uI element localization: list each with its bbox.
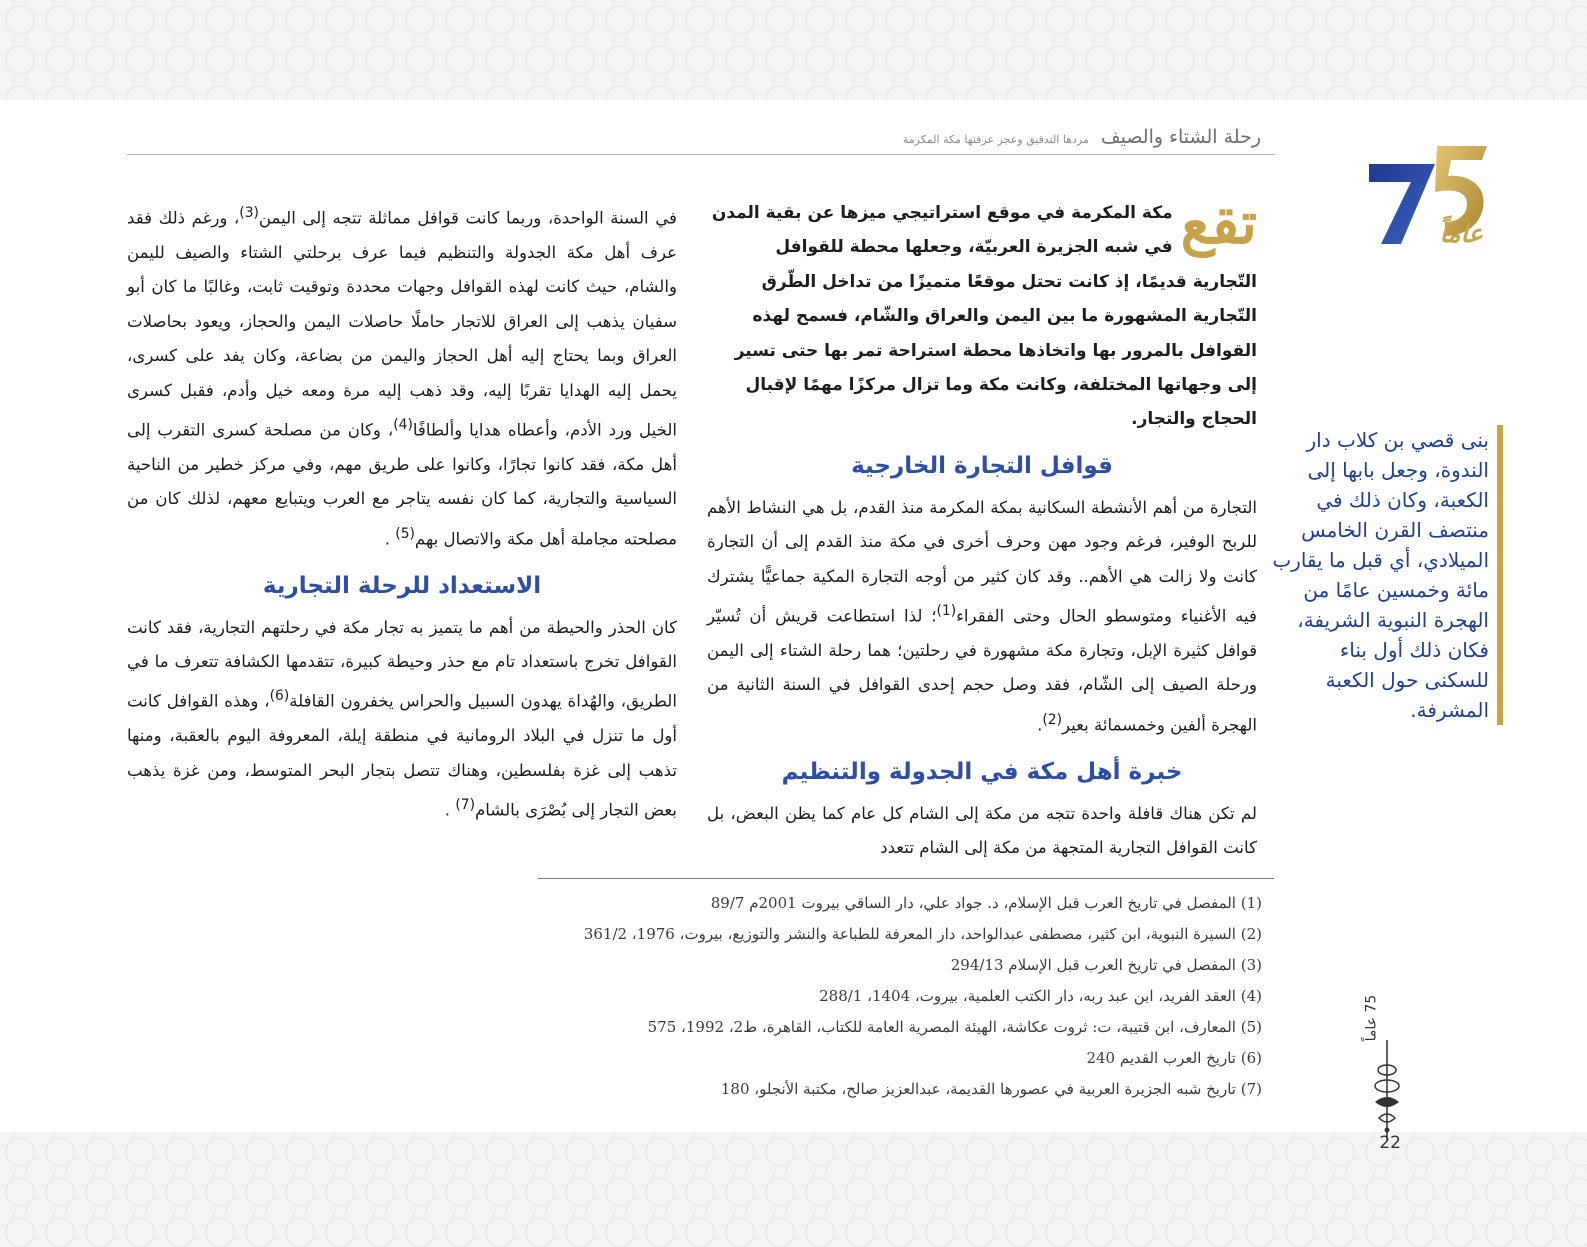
sidebar-fact-box: بنى قصي بن كلاب دار الندوة، وجعل بابها إ… xyxy=(1271,425,1503,725)
text-continued-b: ، ورغم ذلك فقد عرف أهل مكة الجدولة والتن… xyxy=(127,208,678,440)
text-foreign-caravans-c: . xyxy=(1037,715,1043,735)
running-header: رحلة الشتاء والصيف مردها التدقيق وعجز عر… xyxy=(903,126,1261,148)
footnote-ref-3[interactable]: (3) xyxy=(239,205,259,221)
heading-preparation: الاستعداد للرحلة التجارية xyxy=(262,572,542,599)
intro-text: مكة المكرمة في موقع استراتيجي ميزها عن ب… xyxy=(711,203,1257,430)
intro-paragraph: تقع مكة المكرمة في موقع استراتيجي ميزها … xyxy=(707,190,1257,437)
running-header-subtitle: مردها التدقيق وعجز عرفتها مكة المكرمة xyxy=(902,133,1089,146)
footnote-ref-4[interactable]: (4) xyxy=(393,416,413,433)
header-rule xyxy=(127,154,1275,155)
page-number: 22 xyxy=(1379,1133,1401,1153)
running-header-title: رحلة الشتاء والصيف xyxy=(1100,126,1261,148)
column-left: في السنة الواحدة، وربما كانت قوافل مماثل… xyxy=(127,196,677,828)
decorative-pattern-bottom xyxy=(0,1132,1587,1247)
ornament-icon xyxy=(1367,1040,1407,1140)
text-foreign-caravans-b: ؛ لذا استطاعت قريش أن تُسيّر قوافل كثيرة… xyxy=(707,606,1257,735)
footnote-item: (7) تاريخ شبه الجزيرة العربية في عصورها … xyxy=(720,1080,1262,1098)
footnote-item: (2) السيرة النبوية، ابن كثير، مصطفى عبدا… xyxy=(583,925,1262,943)
footnote-item: (4) العقد الفريد، ابن عبد ربه، دار الكتب… xyxy=(819,987,1262,1005)
paragraph-scheduling: لم تكن هناك قافلة واحدة تتجه من مكة إلى … xyxy=(707,803,1257,858)
footnote-item: (1) المفصل في تاريخ العرب قبل الإسلام، د… xyxy=(710,894,1262,912)
margin-label: 75 عاماً xyxy=(1363,994,1380,1042)
heading-scheduling: خبرة أهل مكة في الجدولة والتنظيم xyxy=(781,758,1183,785)
text-foreign-caravans-a: التجارة من أهم الأنشطة السكانية بمكة الم… xyxy=(707,497,1257,626)
anniversary-75-icon xyxy=(1369,146,1487,244)
footnote-ref-5[interactable]: (5) xyxy=(395,525,415,542)
sidebar-fact-text: بنى قصي بن كلاب دار الندوة، وجعل بابها إ… xyxy=(1272,428,1489,722)
footnote-ref-6[interactable]: (6) xyxy=(269,688,290,705)
anniversary-logo-text: عاماً xyxy=(1439,219,1483,248)
text-continued-d: . xyxy=(384,529,396,549)
text-preparation-c: . xyxy=(444,800,456,820)
anniversary-logo: عاماً xyxy=(1365,140,1491,252)
footnote-item: (3) المفصل في تاريخ العرب قبل الإسلام 29… xyxy=(950,956,1262,974)
text-continued-a: في السنة الواحدة، وربما كانت قوافل مماثل… xyxy=(258,208,677,228)
footnote-ref-7[interactable]: (7) xyxy=(455,797,475,814)
paragraph-continued: في السنة الواحدة، وربما كانت قوافل مماثل… xyxy=(127,196,677,557)
footnote-item: (6) تاريخ العرب القديم 240 xyxy=(1086,1049,1262,1067)
footnote-ref-2[interactable]: (2) xyxy=(1042,711,1062,728)
text-continued-c: ، وكان من مصلحة كسرى التقرب إلى أهل مكة،… xyxy=(127,420,677,549)
column-right: تقع مكة المكرمة في موقع استراتيجي ميزها … xyxy=(707,190,1257,866)
footnote-item: (5) المعارف، ابن قتيبة، ت: ثروت عكاشة، ا… xyxy=(647,1018,1262,1036)
drop-cap: تقع xyxy=(1180,189,1257,257)
paragraph-foreign-caravans: التجارة من أهم الأنشطة السكانية بمكة الم… xyxy=(707,491,1257,743)
text-preparation-b: ، وهذه القوافل كانت أول ما تنزل في البلا… xyxy=(127,692,677,820)
heading-foreign-caravans: قوافل التجارة الخارجية xyxy=(851,452,1113,479)
footnotes-rule xyxy=(538,878,1274,879)
decorative-pattern-top xyxy=(0,0,1587,100)
footnote-ref-1[interactable]: (1) xyxy=(936,603,957,620)
text-preparation-a: كان الحذر والحيطة من أهم ما يتميز به تجا… xyxy=(127,617,677,711)
footnotes-list: (1) المفصل في تاريخ العرب قبل الإسلام، د… xyxy=(302,888,1262,1105)
paragraph-preparation: كان الحذر والحيطة من أهم ما يتميز به تجا… xyxy=(127,611,677,829)
